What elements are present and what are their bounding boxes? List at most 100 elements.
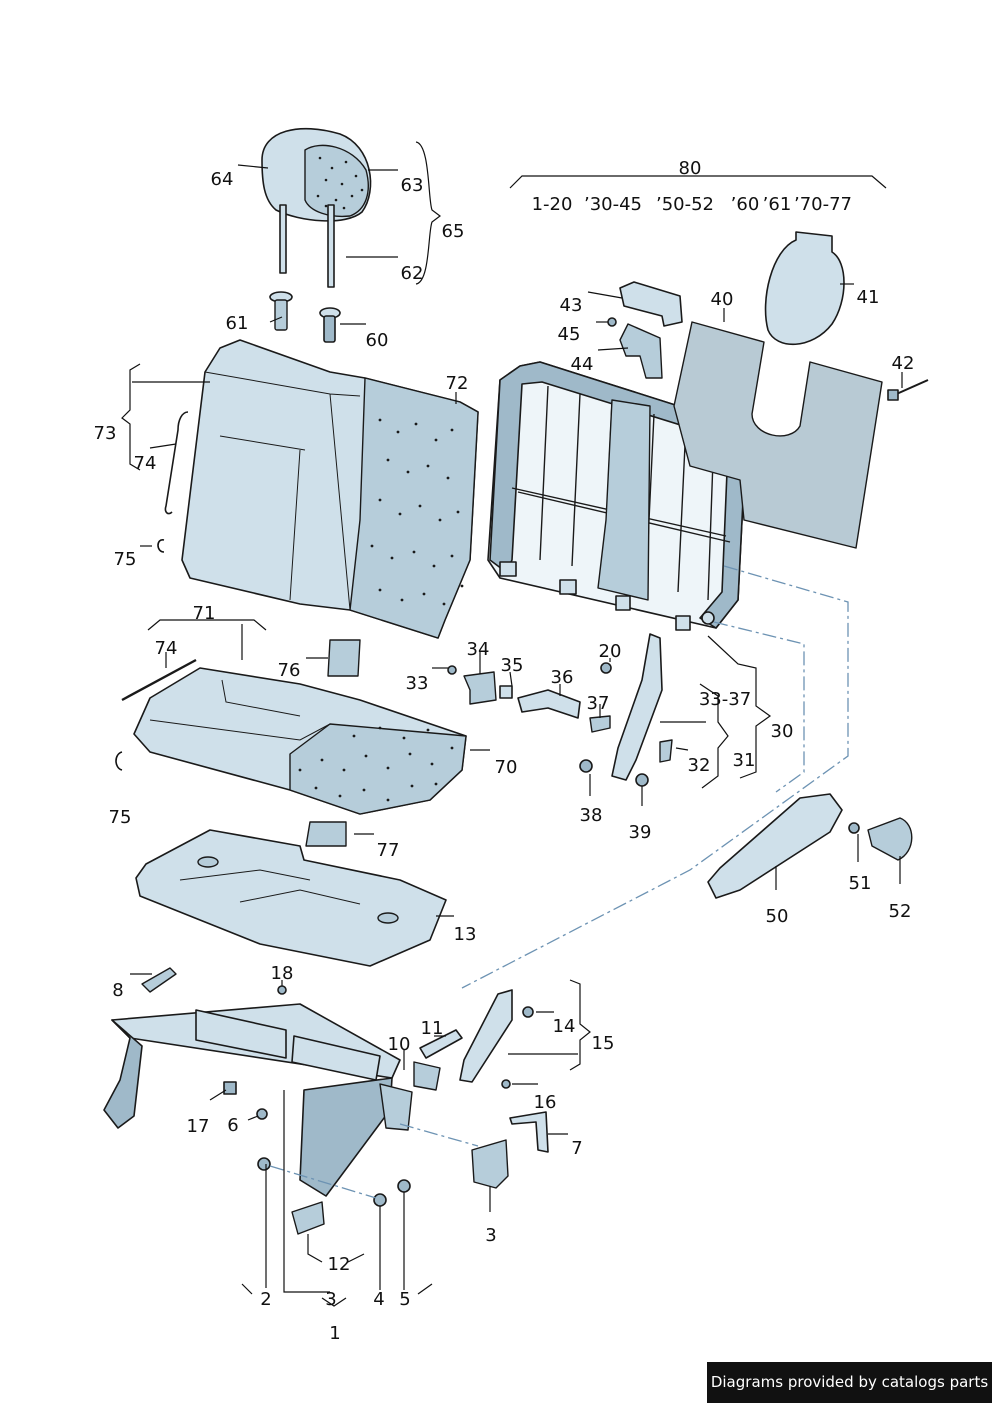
armrest-50 <box>707 793 843 899</box>
clip-17 <box>223 1081 237 1095</box>
callout-c80: 80 <box>679 158 702 179</box>
callout-c34: 34 <box>467 639 490 660</box>
headrest-texture <box>316 156 364 210</box>
callout-c3b: 3 <box>325 1289 336 1310</box>
rear-panel <box>673 321 883 549</box>
callout-c3a: 3 <box>485 1225 496 1246</box>
callout-c51: 51 <box>849 873 872 894</box>
callout-c32: 32 <box>688 755 711 776</box>
bracket-34 <box>463 671 497 705</box>
callout-c77: 77 <box>377 840 400 861</box>
callout-c6: 6 <box>227 1115 238 1136</box>
callout-c75a: 75 <box>114 549 137 570</box>
screw-20 <box>600 662 612 674</box>
nut-39 <box>635 773 649 787</box>
callout-c42: 42 <box>892 353 915 374</box>
screw-33 <box>447 665 457 675</box>
callout-c17: 17 <box>187 1116 210 1137</box>
callout-r4: ’60 <box>731 194 760 215</box>
backrest-cushion <box>181 339 479 639</box>
callout-c18: 18 <box>271 963 294 984</box>
release-handle-43 <box>619 281 683 327</box>
nut-18 <box>277 985 287 995</box>
stiffener-rod-top <box>164 411 189 515</box>
belt-guide-76 <box>327 639 361 677</box>
callout-c15: 15 <box>592 1033 615 1054</box>
callout-c44: 44 <box>571 354 594 375</box>
headrest-guide-right <box>319 307 341 343</box>
callout-r6: ’70-77 <box>794 194 852 215</box>
callout-c71: 71 <box>193 603 216 624</box>
seat-texture <box>298 726 454 802</box>
callout-c63: 63 <box>401 175 424 196</box>
lock-bracket-44 <box>619 323 663 379</box>
callout-c35: 35 <box>501 655 524 676</box>
callout-c60: 60 <box>366 330 389 351</box>
attribution-footer: Diagrams provided by catalogs parts <box>707 1362 992 1403</box>
cap-52 <box>867 817 913 861</box>
headrest-cover-flap <box>764 231 845 346</box>
screw-16 <box>501 1079 511 1089</box>
callout-c3337: 33-37 <box>699 689 751 710</box>
callout-c43: 43 <box>560 295 583 316</box>
callout-c52: 52 <box>889 901 912 922</box>
callout-c20: 20 <box>599 641 622 662</box>
screw-45 <box>607 317 617 327</box>
screw-51 <box>848 822 860 834</box>
assembly-line-4 <box>269 1165 377 1199</box>
bracket-8 <box>141 967 177 993</box>
callout-c50: 50 <box>766 906 789 927</box>
belt-guide-77 <box>305 821 347 847</box>
callout-c75b: 75 <box>109 807 132 828</box>
callout-r5: ’61 <box>763 194 792 215</box>
callout-c74a: 74 <box>134 453 157 474</box>
seat-base-frame <box>103 1003 441 1197</box>
strap-7 <box>509 1111 549 1153</box>
hinge-plate-31 <box>611 633 663 781</box>
screw-6 <box>256 1108 268 1120</box>
rivet-42 <box>887 379 929 401</box>
lock-3 <box>471 1139 509 1189</box>
group-range-labels: 1-20’30-45’50-52’60’61’70-77 <box>532 194 852 215</box>
assembly-line-1 <box>461 565 849 989</box>
callout-c2: 2 <box>260 1289 271 1310</box>
screw-5 <box>397 1179 411 1193</box>
callout-c76: 76 <box>278 660 301 681</box>
assembly-line-3 <box>399 1123 479 1147</box>
callout-c30: 30 <box>771 721 794 742</box>
callout-c5: 5 <box>399 1289 410 1310</box>
callout-c73: 73 <box>94 423 117 444</box>
callout-c74b: 74 <box>155 638 178 659</box>
callout-c37: 37 <box>587 693 610 714</box>
callout-c1: 1 <box>329 1323 340 1344</box>
headrest <box>261 127 372 288</box>
callout-c14: 14 <box>553 1016 576 1037</box>
callout-c64: 64 <box>211 169 234 190</box>
callout-c62: 62 <box>401 263 424 284</box>
headrest-guide-left <box>269 291 293 331</box>
cover-35 <box>499 685 513 699</box>
callout-c41: 41 <box>857 287 880 308</box>
leader-lines <box>121 141 903 1307</box>
screw-4 <box>373 1193 387 1207</box>
callout-c33: 33 <box>406 673 429 694</box>
clip-top <box>157 539 165 553</box>
spring-36 <box>517 689 581 719</box>
callout-c40: 40 <box>711 289 734 310</box>
seat-cushion <box>133 667 467 815</box>
trim-cover-15 <box>459 989 513 1083</box>
clip-37 <box>589 715 611 733</box>
callout-c31: 31 <box>733 750 756 771</box>
clip-seat <box>115 751 123 771</box>
callout-r2: ’30-45 <box>584 194 642 215</box>
screw-38 <box>579 759 593 773</box>
callout-c8: 8 <box>112 980 123 1001</box>
callout-c4: 4 <box>373 1289 384 1310</box>
callout-c45: 45 <box>558 324 581 345</box>
callout-c70: 70 <box>495 757 518 778</box>
callout-c16: 16 <box>534 1092 557 1113</box>
callout-c65: 65 <box>442 221 465 242</box>
stiffener-rod-seat <box>121 658 197 702</box>
